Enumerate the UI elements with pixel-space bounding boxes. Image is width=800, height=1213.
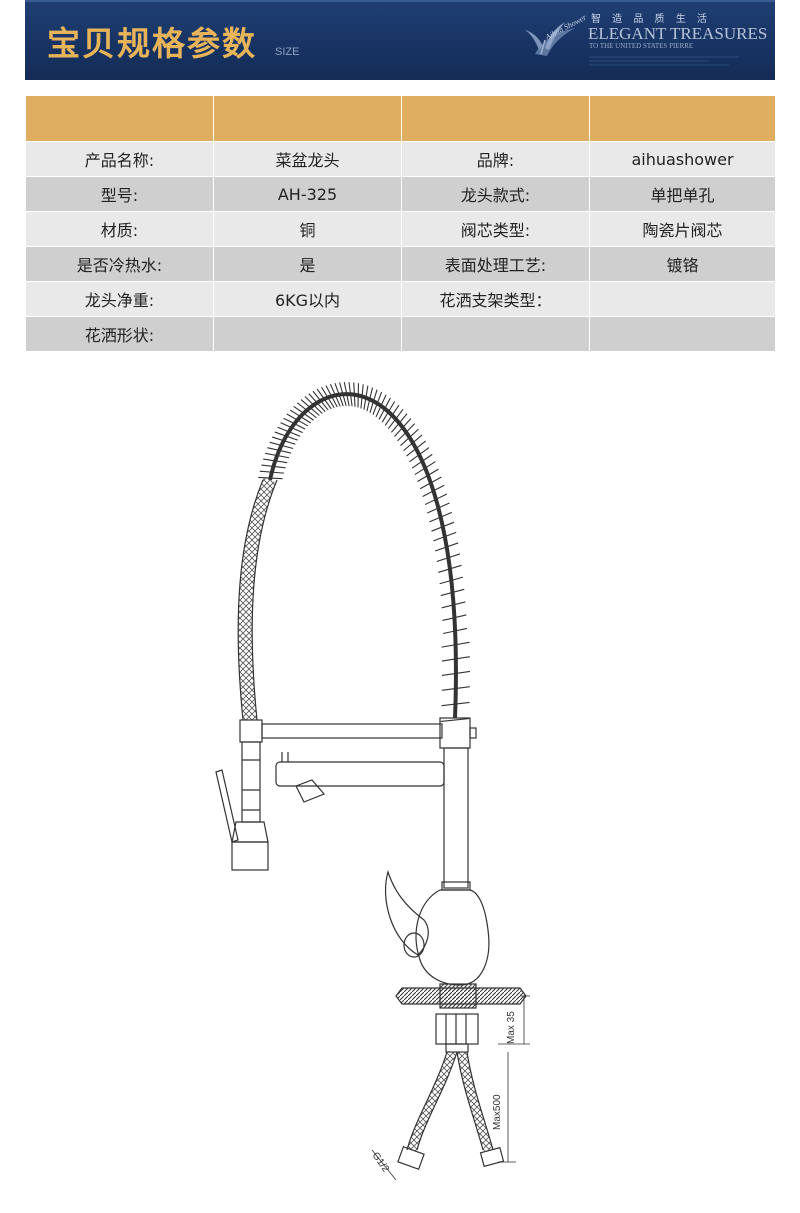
spec-label: 表面处理工艺: (401, 246, 590, 282)
faucet-technical-drawing: Max 35 Max500 G1/2 (215, 382, 530, 1181)
spec-label: 花洒形状: (25, 316, 214, 352)
spec-value: aihuashower (589, 141, 776, 177)
spec-value: 铜 (213, 211, 402, 247)
braided-hose (238, 477, 277, 721)
spec-label: 龙头净重: (25, 281, 214, 317)
spring-coil (258, 382, 471, 723)
table-row: 龙头净重: 6KG以内 花洒支架类型： (25, 281, 776, 317)
faucet-body (415, 889, 490, 986)
main-column (443, 747, 469, 889)
spec-value (589, 316, 776, 352)
header-cell (589, 95, 776, 142)
spec-label: 龙头款式: (401, 176, 590, 212)
supply-hose-right (457, 1051, 493, 1152)
page-title: 宝贝规格参数 (47, 24, 257, 63)
header-cell (25, 95, 214, 142)
spec-value: 菜盆龙头 (213, 141, 402, 177)
spec-label: 阀芯类型: (401, 211, 590, 247)
spec-label: 产品名称: (25, 141, 214, 177)
brand-logo-icon: Aihua Shower (525, 12, 589, 56)
spec-label (401, 316, 590, 352)
spec-label: 型号: (25, 176, 214, 212)
table-row: 花洒形状: (25, 316, 776, 352)
brand-slogan-cn: 智 造 品 质 生 活 (591, 14, 711, 25)
spec-label: 品牌: (401, 141, 590, 177)
handle-lever (384, 869, 429, 956)
table-row: 材质: 铜 阀芯类型: 陶瓷片阀芯 (25, 211, 776, 247)
hose-fitting-left (397, 1145, 425, 1171)
logo-text: Aihua Shower (543, 12, 589, 42)
table-row: 产品名称: 菜盆龙头 品牌: aihuashower (25, 141, 776, 177)
table-row: 是否冷热水: 是 表面处理工艺: 镀铬 (25, 246, 776, 282)
brand-slogan-small: TO THE UNITED STATES PIERRE (589, 42, 694, 50)
spec-label: 花洒支架类型： (401, 281, 590, 317)
support-bar (261, 723, 443, 739)
spec-value (589, 281, 776, 317)
header-cell (213, 95, 402, 142)
spec-value: 是 (213, 246, 402, 282)
brand-decor-lines (589, 56, 739, 66)
spec-label: 是否冷热水: (25, 246, 214, 282)
spec-value: 单把单孔 (589, 176, 776, 212)
spec-value: 陶瓷片阀芯 (589, 211, 776, 247)
header-cell (401, 95, 590, 142)
supply-hose-left (407, 1050, 457, 1152)
page-subtitle: SIZE (275, 46, 300, 58)
spray-head (231, 841, 269, 871)
swivel-spout (275, 761, 445, 787)
spec-value (213, 316, 402, 352)
table-row: 型号: AH-325 龙头款式: 单把单孔 (25, 176, 776, 212)
spec-label: 材质: (25, 211, 214, 247)
banner-gloss (25, 0, 775, 2)
dimension-thread: G1/2 (370, 1150, 392, 1174)
spring-coil-turn (440, 717, 470, 723)
dimension-max35: Max 35 (506, 1011, 517, 1044)
spec-value: 6KG以内 (213, 281, 402, 317)
dimension-max500: Max500 (492, 1094, 503, 1130)
header-banner: 宝贝规格参数 SIZE Aihua Shower 智 造 品 质 生 活 ELE… (25, 0, 775, 80)
spec-value: 镀铬 (589, 246, 776, 282)
hose-fitting-right (479, 1146, 505, 1168)
inner-hose (268, 392, 458, 719)
mounting-nut (435, 1013, 479, 1045)
spec-table: 产品名称: 菜盆龙头 品牌: aihuashower 型号: AH-325 龙头… (25, 95, 776, 352)
brand-slogan-en: ELEGANT TREASURES (588, 24, 768, 43)
table-header-row (25, 95, 776, 142)
spec-value: AH-325 (213, 176, 402, 212)
